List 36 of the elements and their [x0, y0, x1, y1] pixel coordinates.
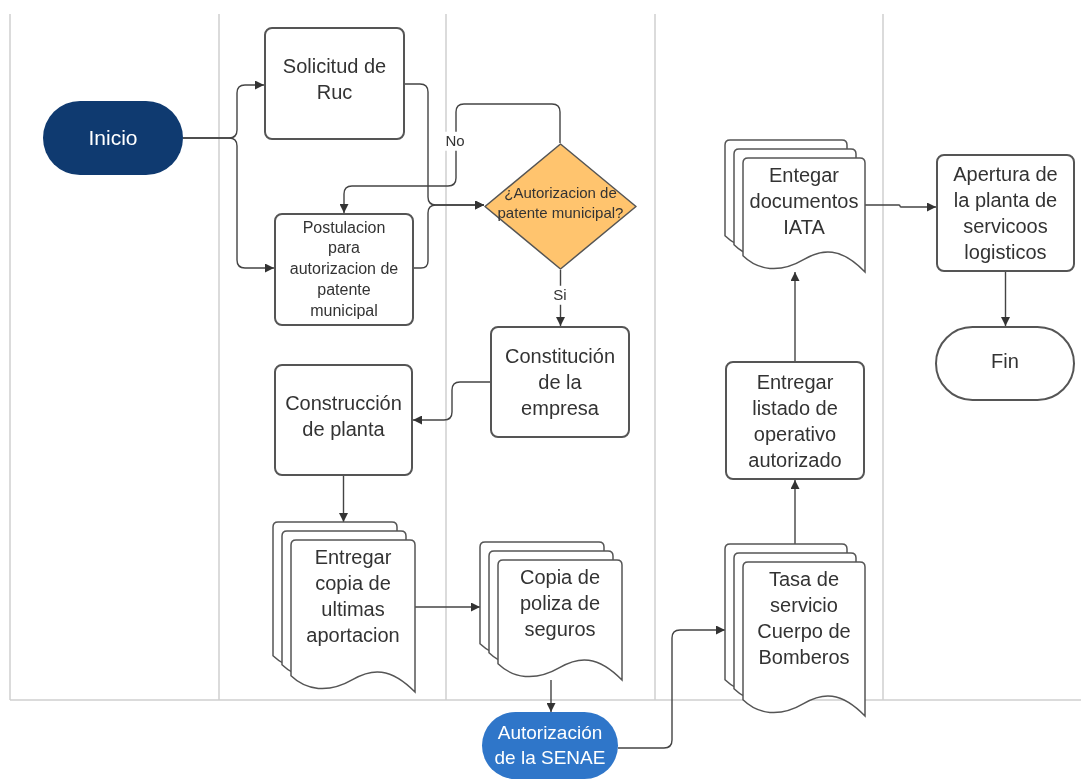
decision-diamond [484, 143, 637, 270]
node-text: Entegar documentos IATA [748, 163, 860, 240]
node-text: Entregar copia de ultimas aportacion [305, 545, 401, 648]
process-box [274, 213, 414, 326]
node-text: Solicitud de Ruc [281, 54, 388, 105]
arrow [546, 679, 556, 713]
arrow [790, 479, 800, 545]
arrow [617, 625, 726, 749]
node-text: Constitución de la empresa [504, 344, 616, 421]
arrow [1001, 271, 1010, 327]
process-box [274, 364, 413, 476]
document-stack [480, 542, 622, 680]
node-text: Apertura de la planta de servicoos logisticos [952, 162, 1059, 265]
process-box [936, 154, 1075, 272]
document-stack [725, 140, 865, 272]
process-box [725, 361, 865, 480]
process-box [264, 27, 405, 140]
node-text: Construcción de planta [284, 391, 403, 442]
node-text: Fin [991, 349, 1019, 374]
node-text: Entregar listado de operativo autorizado [747, 369, 843, 473]
document-stack [725, 544, 865, 716]
process-box [490, 326, 630, 438]
node-text: Tasa de servicio Cuerpo de Bomberos [756, 567, 852, 670]
node-text: Inicio [88, 125, 138, 152]
document-stack [273, 522, 415, 692]
arrow [339, 103, 561, 214]
node-text: Postulacion para autorizacion de patente municipal [288, 217, 400, 321]
edge-label: No [444, 131, 466, 151]
node-text: Copia de poliza de seguros [518, 565, 602, 642]
arrow [182, 137, 275, 273]
node-text: Autorización de la SENAE [493, 720, 607, 770]
arrow [412, 381, 491, 425]
node-text: ¿Autorizacion de patente municipal? [496, 183, 625, 222]
arrow [790, 271, 800, 362]
edge-label: Si [552, 285, 568, 305]
arrow [339, 475, 348, 523]
